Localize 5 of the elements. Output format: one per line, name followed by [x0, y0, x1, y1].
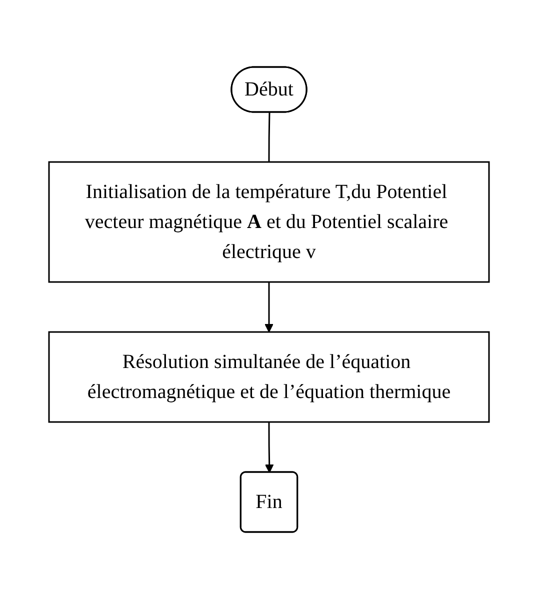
node-box: Résolution simultanée de l’équation électromagnétique et de l’équation thermique: [48, 331, 490, 423]
connector: [268, 112, 270, 162]
node-box: Initialisation de la température T,du Potentiel vecteur magnétique A et du Potentiel scalaire électrique v: [48, 161, 490, 283]
arrow: [264, 422, 274, 473]
arrow: [264, 282, 274, 332]
